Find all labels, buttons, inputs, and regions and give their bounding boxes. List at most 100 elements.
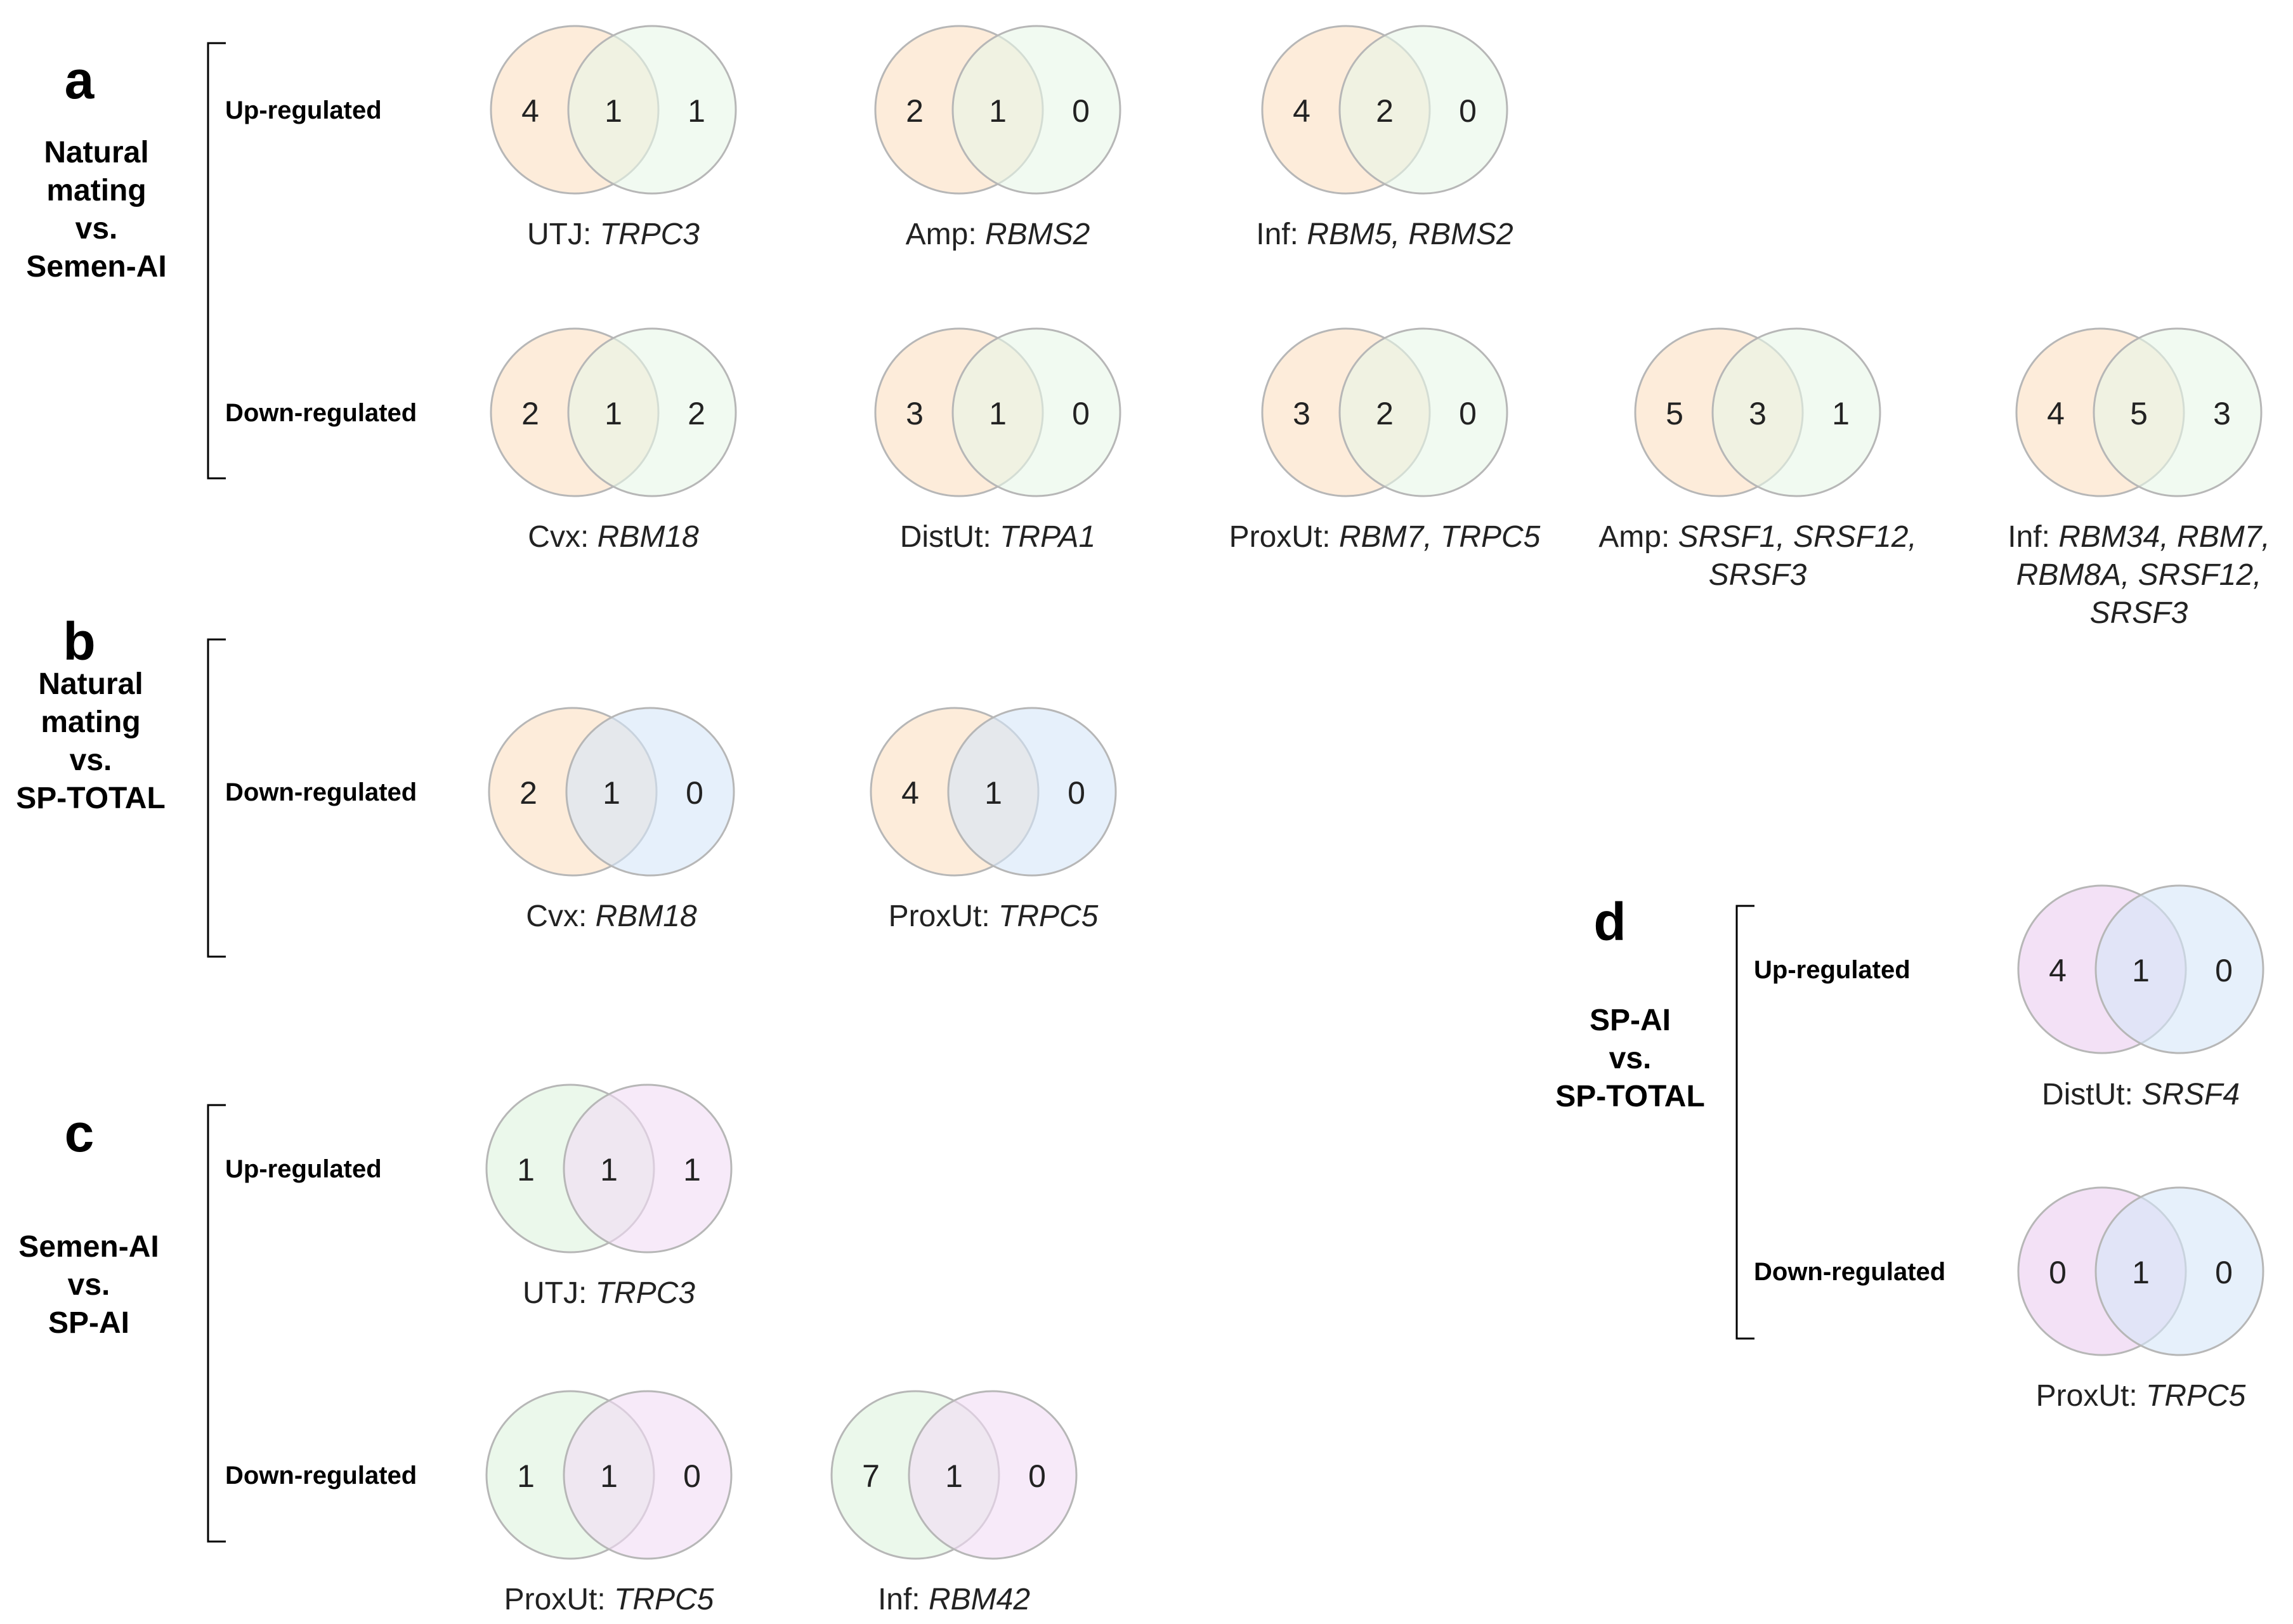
comparison-label-line: SP-AI xyxy=(48,1306,129,1340)
tissue-label: Cvx: xyxy=(526,900,595,933)
count-both: 3 xyxy=(1749,396,1767,431)
regulation-label: Down-regulated xyxy=(225,778,417,806)
gene-list: TRPC3 xyxy=(596,1276,696,1310)
tissue-label: DistUt: xyxy=(2042,1078,2141,1111)
bracket xyxy=(207,638,226,958)
tissue-label: ProxUt: xyxy=(504,1583,614,1616)
right-set-circle xyxy=(563,1084,733,1254)
right-set-circle xyxy=(947,707,1117,877)
count-left: 0 xyxy=(2049,1255,2067,1290)
tissue-label: UTJ: xyxy=(527,218,600,251)
venn-caption: Amp: RBMS2 xyxy=(906,218,1090,251)
gene-list: TRPC5 xyxy=(998,900,1099,933)
venn-caption: ProxUt: TRPC5 xyxy=(889,900,1099,933)
comparison-label-line: Natural xyxy=(44,136,148,169)
panel-letter: b xyxy=(63,612,95,671)
comparison-label-line: mating xyxy=(41,705,140,739)
gene-list: TRPC5 xyxy=(2146,1379,2246,1413)
tissue-label: UTJ: xyxy=(523,1276,596,1310)
count-left: 3 xyxy=(1293,396,1310,431)
comparison-label-line: vs. xyxy=(68,1268,110,1302)
count-left: 1 xyxy=(517,1152,535,1188)
right-set-circle xyxy=(1338,25,1508,195)
right-set-circle xyxy=(2094,1186,2264,1356)
count-left: 7 xyxy=(862,1458,880,1494)
count-right: 1 xyxy=(688,93,705,129)
right-set-circle xyxy=(567,327,737,497)
count-both: 2 xyxy=(1376,396,1394,431)
tissue-label: Inf: xyxy=(2008,520,2058,554)
venn-caption: Amp: SRSF1, SRSF12, xyxy=(1598,520,1917,554)
count-left: 4 xyxy=(2047,396,2065,431)
gene-list: RBM34, RBM7, xyxy=(2058,520,2270,554)
gene-list: SRSF3 xyxy=(2090,596,2188,630)
venn-caption: Cvx: RBM18 xyxy=(526,900,697,933)
gene-list: TRPC3 xyxy=(600,218,700,251)
gene-list: TRPC5 xyxy=(614,1583,714,1616)
venn-caption: Inf: RBM5, RBMS2 xyxy=(1256,218,1513,251)
regulation-label: Down-regulated xyxy=(225,1462,417,1490)
gene-list: RBM8A, SRSF12, xyxy=(2016,558,2262,592)
count-right: 0 xyxy=(1459,396,1477,431)
count-left: 2 xyxy=(906,93,924,129)
count-right: 0 xyxy=(1068,775,1085,811)
gene-list: RBM7, TRPC5 xyxy=(1339,520,1541,554)
count-right: 0 xyxy=(1459,93,1477,129)
count-left: 4 xyxy=(521,93,539,129)
count-both: 2 xyxy=(1376,93,1394,129)
right-set-circle xyxy=(1338,327,1508,497)
count-both: 1 xyxy=(604,93,622,129)
comparison-label-line: Semen-AI xyxy=(18,1230,159,1264)
count-both: 1 xyxy=(984,775,1002,811)
comparison-label-line: Semen-AI xyxy=(26,250,166,284)
gene-list: RBM42 xyxy=(929,1583,1030,1616)
right-set-circle xyxy=(563,1390,733,1560)
tissue-label: ProxUt: xyxy=(1229,520,1339,554)
count-both: 5 xyxy=(2130,396,2148,431)
gene-list: RBMS2 xyxy=(985,218,1090,251)
right-set-circle xyxy=(2093,327,2263,497)
count-right: 0 xyxy=(2215,1255,2233,1290)
right-set-circle xyxy=(567,25,737,195)
count-left: 2 xyxy=(519,775,537,811)
gene-list: RBM18 xyxy=(596,900,697,933)
venn-caption: DistUt: SRSF4 xyxy=(2042,1078,2240,1111)
panel-letter: c xyxy=(65,1103,95,1163)
right-set-circle xyxy=(1711,327,1881,497)
count-both: 1 xyxy=(603,775,620,811)
gene-list: TRPA1 xyxy=(1000,520,1095,554)
tissue-label: ProxUt: xyxy=(2036,1379,2146,1413)
regulation-label: Down-regulated xyxy=(1754,1258,1945,1286)
gene-list: RBM18 xyxy=(598,520,699,554)
count-right: 2 xyxy=(688,396,705,431)
venn-caption: ProxUt: TRPC5 xyxy=(2036,1379,2246,1413)
right-set-circle xyxy=(565,707,735,877)
venn-caption: Cvx: RBM18 xyxy=(528,520,699,554)
count-right: 0 xyxy=(686,775,703,811)
comparison-label-line: vs. xyxy=(75,212,118,246)
count-left: 4 xyxy=(2049,953,2067,988)
bracket xyxy=(207,1104,226,1543)
comparison-label-line: vs. xyxy=(1609,1042,1652,1075)
panel-letter: a xyxy=(65,50,95,110)
venn-caption: DistUt: TRPA1 xyxy=(900,520,1096,554)
right-set-circle xyxy=(2094,884,2264,1054)
comparison-label-line: SP-TOTAL xyxy=(1555,1080,1705,1113)
count-left: 3 xyxy=(906,396,924,431)
venn-caption: SRSF3 xyxy=(2090,596,2188,630)
count-both: 1 xyxy=(600,1152,618,1188)
comparison-label-line: SP-AI xyxy=(1590,1004,1671,1037)
count-right: 1 xyxy=(683,1152,701,1188)
